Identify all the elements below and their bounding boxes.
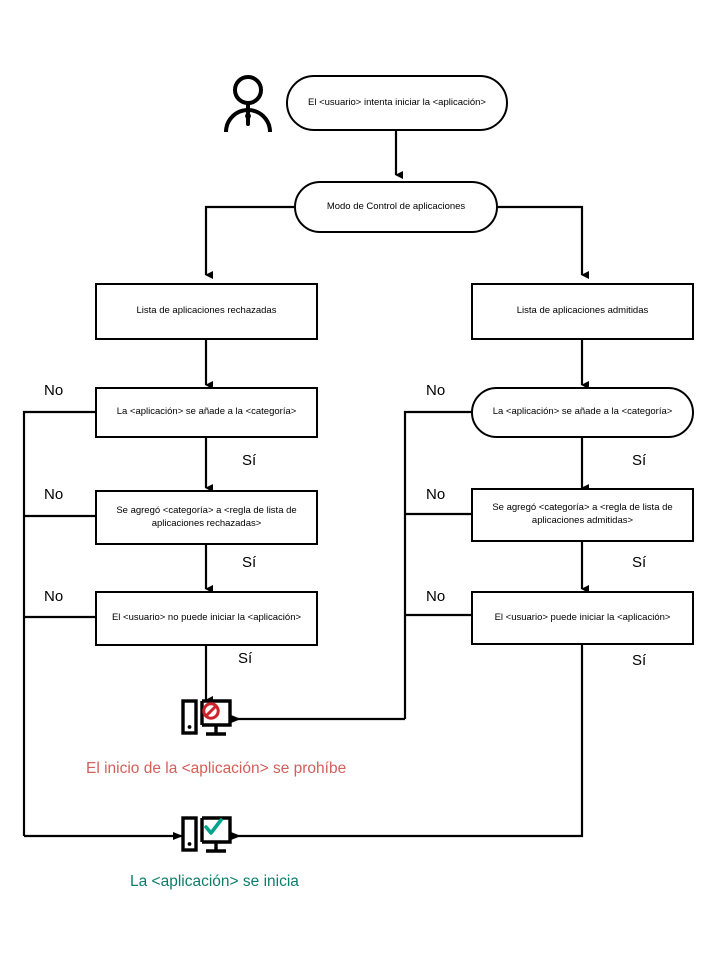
node-start-label: El <usuario> intenta iniciar la <aplicac… [308, 96, 486, 108]
edge-label-no-left-2: No [44, 486, 64, 503]
node-denied-category[interactable]: La <aplicación> se añade a la <categoría… [95, 387, 318, 438]
node-denied-list[interactable]: Lista de aplicaciones rechazadas [95, 283, 318, 340]
node-allowed-list-label: Lista de aplicaciones admitidas [516, 305, 649, 317]
node-control-mode-label: Modo de Control de aplicaciones [326, 200, 466, 212]
edge-left-no-rail [22, 410, 95, 836]
node-denied-rule-label: Se agregó <categoría> a <regla de lista … [116, 504, 297, 529]
edge-label-si-right-2: Sí [632, 554, 647, 571]
edge-label-si-left-1: Sí [242, 452, 257, 469]
user-actor-icon [220, 72, 276, 134]
node-allowed-category-label: La <aplicación> se añade a la <categoría… [492, 406, 673, 418]
node-allowed-rule[interactable]: Se agregó <categoría> a <regla de lista … [471, 488, 694, 542]
edge-label-si-left-3: Sí [238, 650, 253, 667]
node-start[interactable]: El <usuario> intenta iniciar la <aplicac… [286, 75, 508, 131]
edge-label-no-right-1: No [426, 382, 446, 399]
node-denied-rule[interactable]: Se agregó <categoría> a <regla de lista … [95, 490, 318, 545]
node-denied-result-label: El <usuario> no puede iniciar la <aplica… [111, 612, 302, 624]
node-denied-category-label: La <aplicación> se añade a la <categoría… [116, 406, 297, 418]
edge-label-si-right-3: Sí [632, 652, 647, 669]
edge-label-si-right-1: Sí [632, 452, 647, 469]
edge-label-no-left-3: No [44, 588, 64, 605]
edge-mode-to-denied-list [204, 205, 294, 279]
node-allowed-list[interactable]: Lista de aplicaciones admitidas [471, 283, 694, 340]
edge-label-no-right-3: No [426, 588, 446, 605]
node-denied-list-label: Lista de aplicaciones rechazadas [136, 305, 277, 317]
outcome-denied-label: El inicio de la <aplicación> se prohíbe [86, 760, 347, 777]
node-control-mode[interactable]: Modo de Control de aplicaciones [294, 181, 498, 233]
edge-label-no-left-1: No [44, 382, 64, 399]
edge-label-no-right-2: No [426, 486, 446, 503]
edge-mode-to-allowed-list [497, 205, 589, 279]
node-allowed-category[interactable]: La <aplicación> se añade a la <categoría… [471, 387, 694, 438]
edge-label-si-left-2: Sí [242, 554, 257, 571]
computer-allowed-icon [181, 815, 233, 857]
edge-allowed-result-si-to-icon [231, 645, 584, 840]
node-allowed-result-label: El <usuario> puede iniciar la <aplicació… [494, 611, 671, 623]
node-denied-result[interactable]: El <usuario> no puede iniciar la <aplica… [95, 591, 318, 646]
node-allowed-rule-label: Se agregó <categoría> a <regla de lista … [492, 502, 673, 526]
edge-right-no-rail [403, 410, 472, 719]
outcome-allowed-label: La <aplicación> se inicia [130, 873, 299, 890]
computer-blocked-icon [181, 698, 233, 740]
node-allowed-result[interactable]: El <usuario> puede iniciar la <aplicació… [471, 591, 694, 645]
